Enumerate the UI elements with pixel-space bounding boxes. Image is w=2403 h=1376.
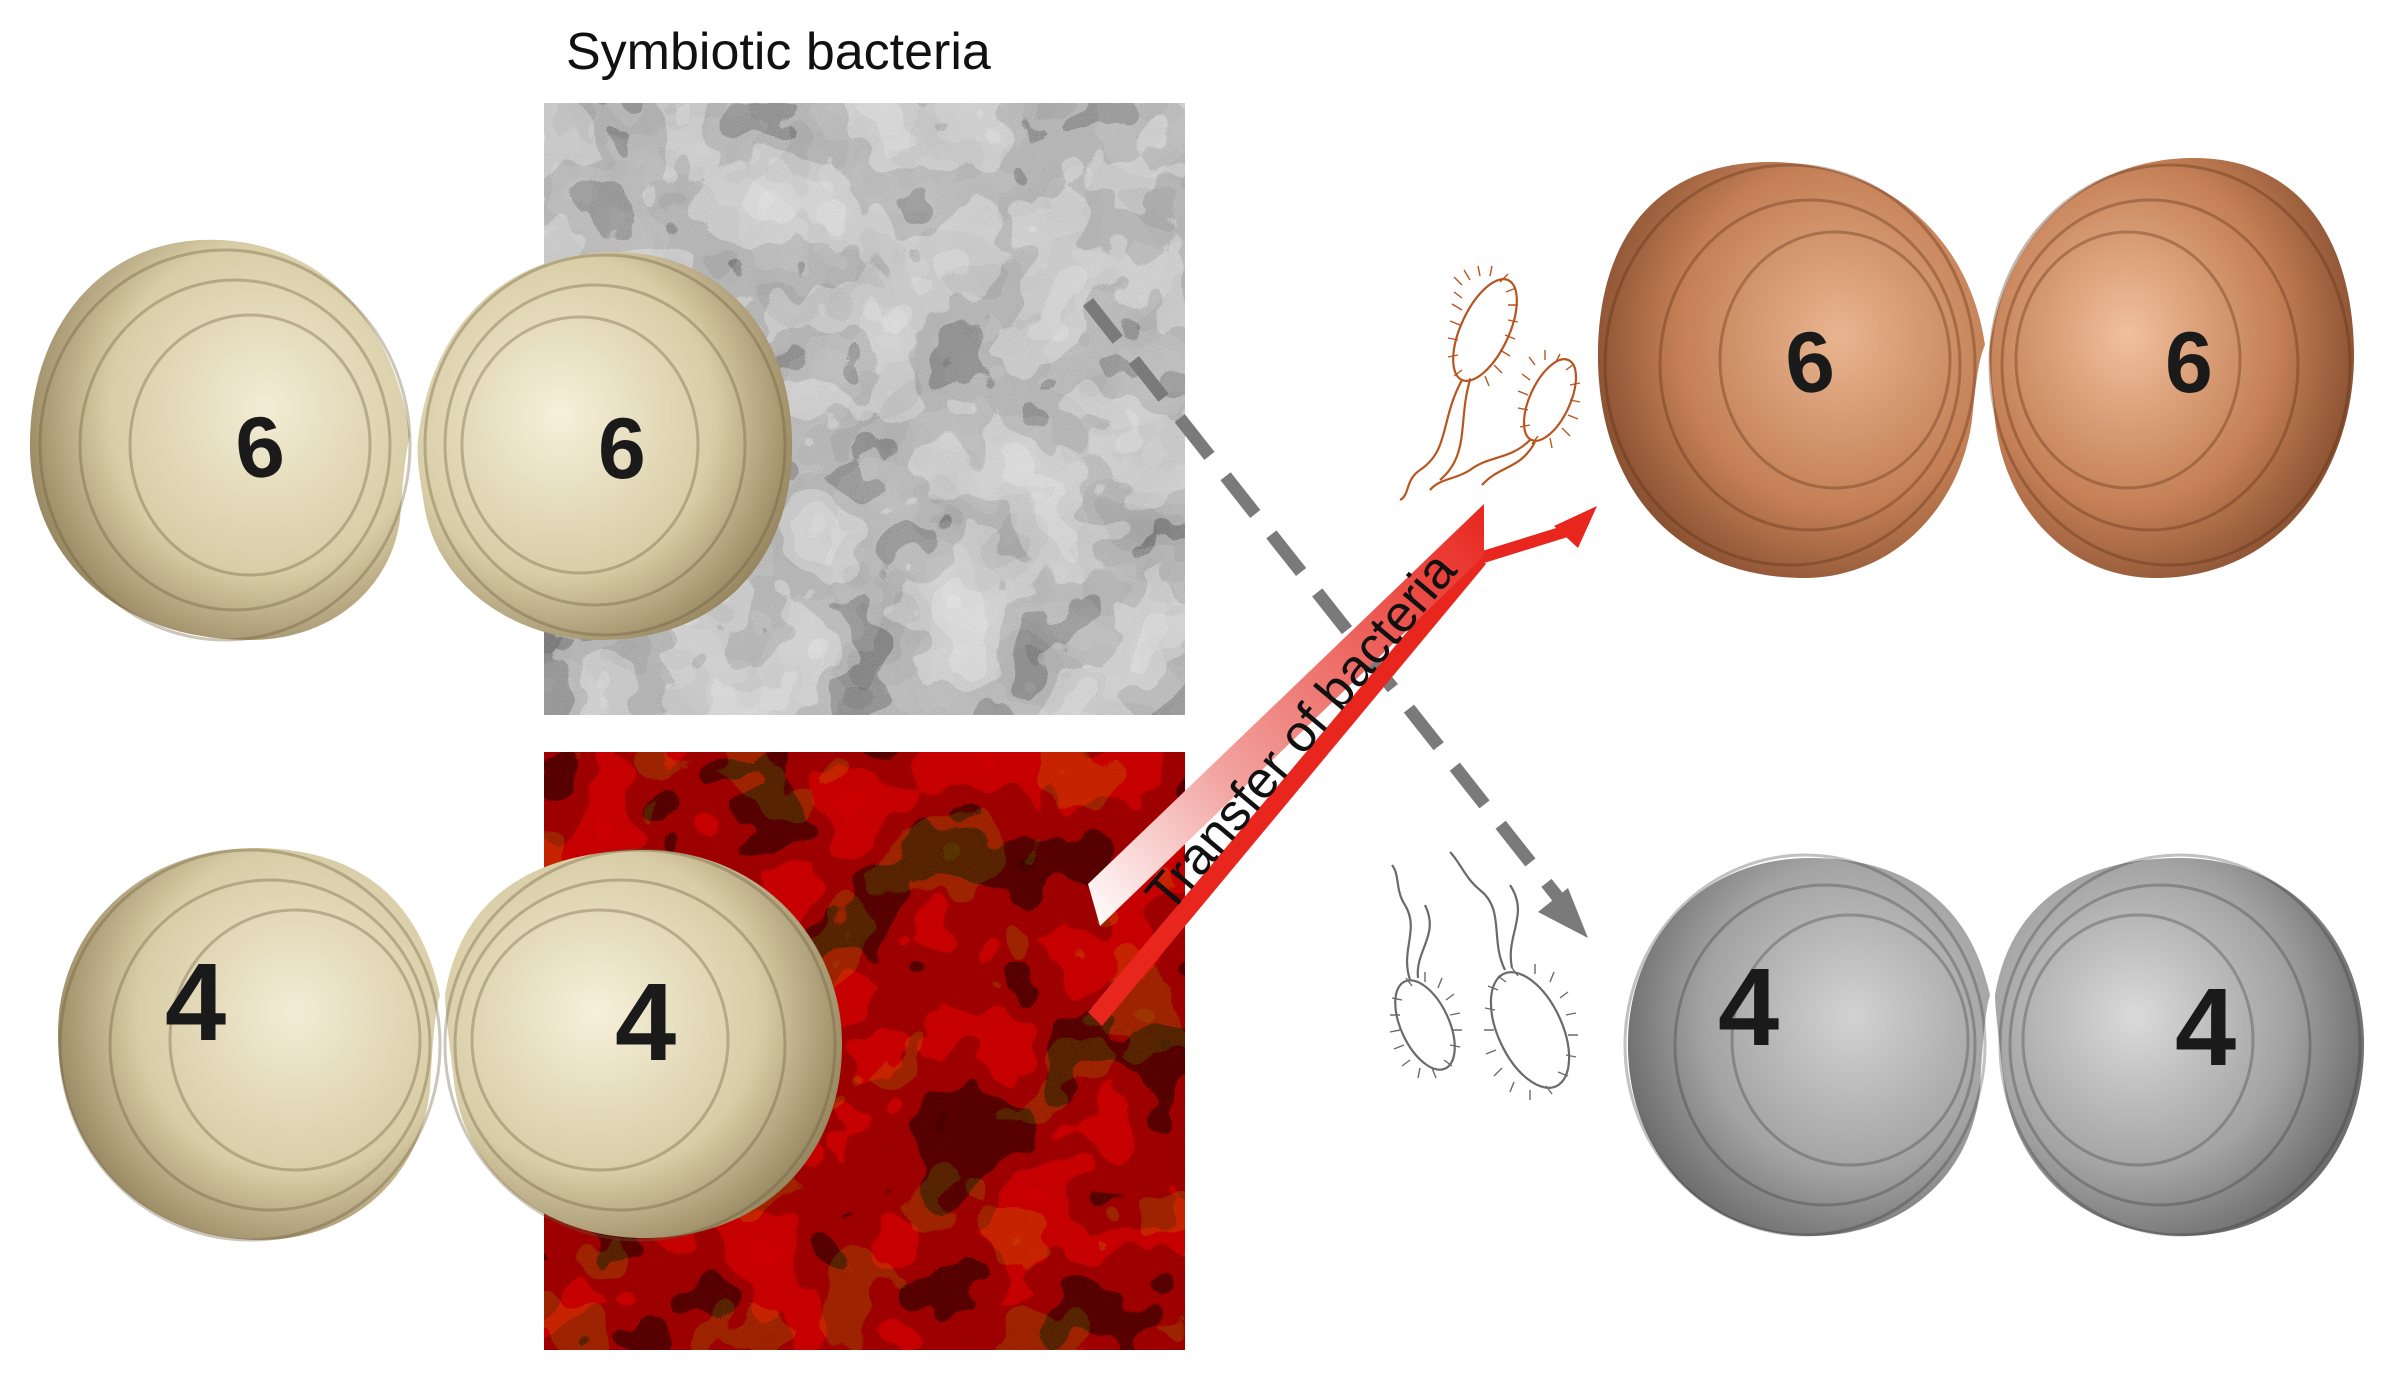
shell-number: 4 [165,941,226,1064]
shell-number: 4 [615,961,676,1084]
shell-valve [1597,161,1985,579]
bacteria-grey-icon [1389,851,1578,1100]
shell-number: 6 [2165,315,2213,411]
figure-title: Symbiotic bacteria [566,23,991,81]
shell-number: 4 [1718,946,1779,1069]
shell-valve [1995,857,2365,1236]
shell-valve [57,847,441,1240]
shell-number: 6 [598,401,646,497]
shell-pair-top-left: 6 6 [29,239,793,642]
shell-valve [445,849,843,1239]
transfer-arrow-head [1554,506,1597,548]
transfer-arrow-band [1088,552,1486,1026]
shell-valve [29,239,410,640]
shell-valve [1627,857,1990,1236]
shell-pair-bottom-left: 4 4 [57,847,843,1242]
bacteria-copper-icon [1399,265,1581,501]
shell-valve [1989,157,2355,579]
dashed-arrow [1082,297,1588,938]
shell-pair-top-right: 6 6 [1597,157,2355,579]
shell-number: 4 [2175,966,2236,1089]
transfer-arrow-body [1088,504,1484,926]
shell-valve [417,251,793,640]
shell-pair-bottom-right: 4 4 [1623,853,2365,1237]
